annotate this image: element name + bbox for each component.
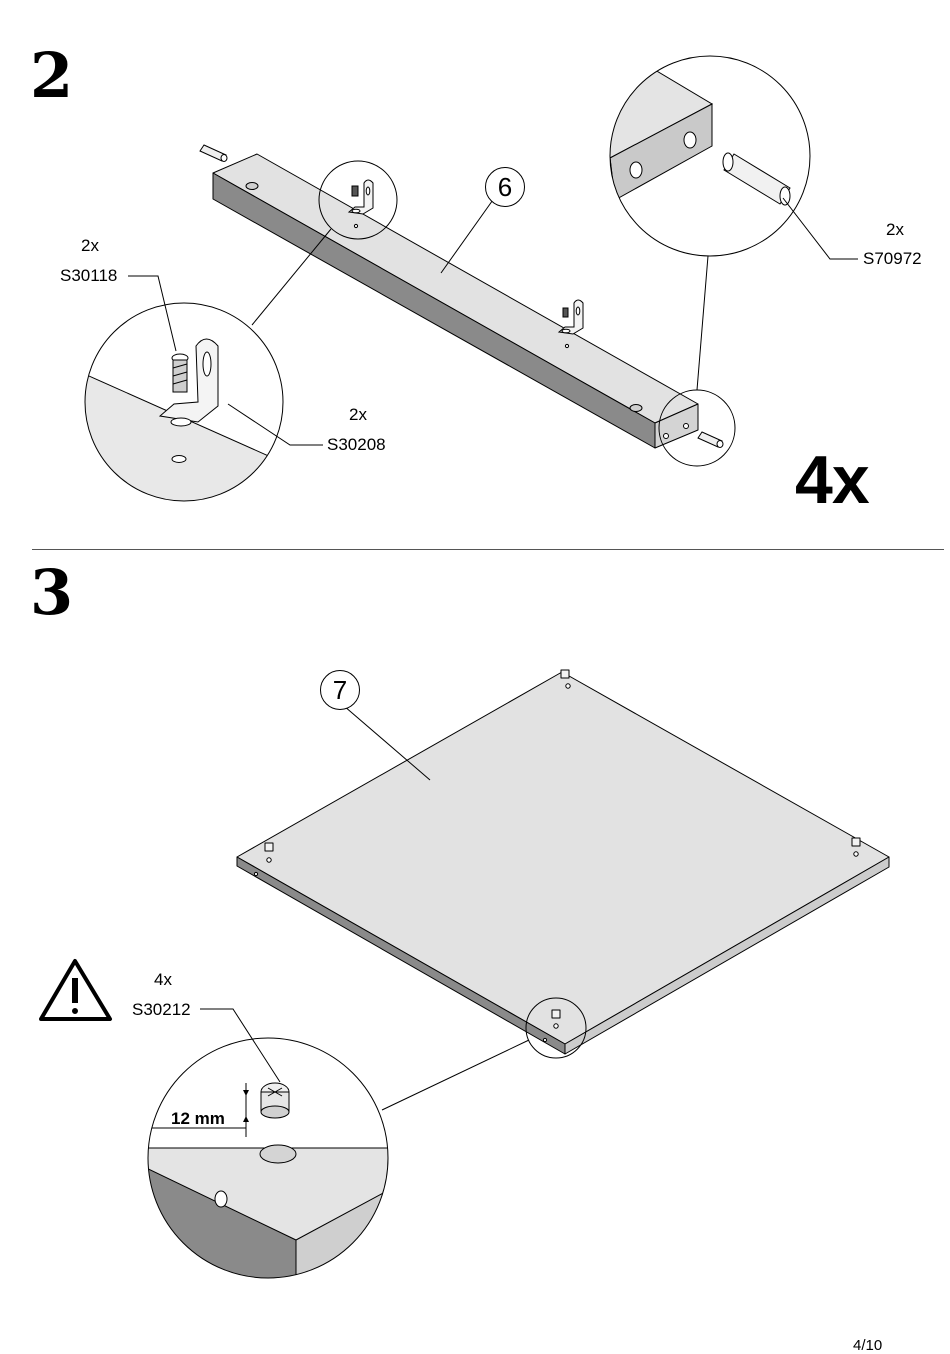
- part-number-6: 6: [485, 167, 525, 207]
- detail-callout-dowel: [609, 55, 811, 257]
- page-number: 4/10: [853, 1337, 883, 1354]
- step-divider: [32, 549, 944, 550]
- bracket-on-rail-2: [557, 299, 584, 335]
- step-2-quantity: 4x: [795, 442, 870, 518]
- hardware-qty-s70972: 2x: [886, 220, 904, 239]
- step-3-number: 3: [30, 556, 74, 629]
- rail-part-6: [212, 153, 699, 449]
- hardware-qty-s30208: 2x: [349, 405, 367, 424]
- hardware-qty-s30212: 4x: [154, 970, 172, 989]
- detail-callout-bracket: [84, 302, 284, 502]
- detail-callout-small-3: [525, 997, 587, 1059]
- panel-part-7: [236, 669, 890, 1055]
- hardware-code-s30212: S30212: [132, 1000, 191, 1019]
- hardware-qty-s30118: 2x: [81, 236, 99, 255]
- detail-callout-small-1: [318, 160, 398, 240]
- warning-triangle-icon: [39, 959, 112, 1021]
- part-number-7: 7: [320, 670, 360, 710]
- bracket-on-rail-1: [347, 179, 374, 215]
- hardware-code-s30118: S30118: [60, 266, 118, 285]
- dimension-label: 12 mm: [171, 1109, 225, 1128]
- detail-callout-cam-lock: [147, 1037, 389, 1279]
- hardware-code-s70972: S70972: [863, 249, 922, 268]
- dowel-left: [199, 144, 228, 162]
- hardware-code-s30208: S30208: [327, 435, 386, 454]
- step-2-number: 2: [30, 39, 74, 112]
- dowel-right: [697, 431, 724, 448]
